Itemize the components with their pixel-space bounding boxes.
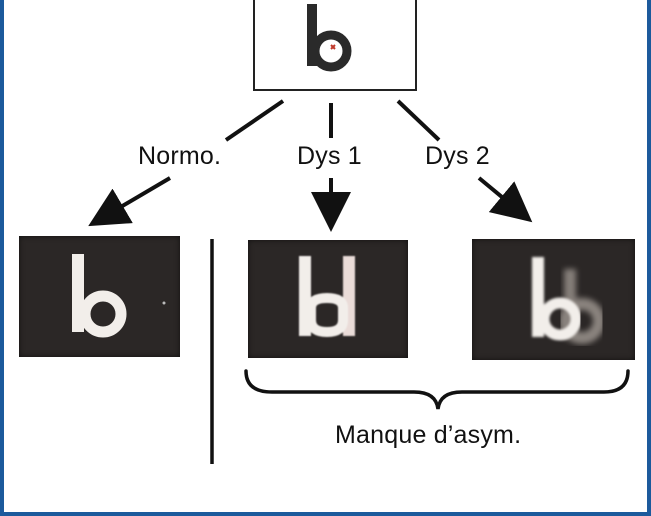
label-dys2: Dys 2	[425, 142, 490, 170]
label-normo: Normo.	[138, 142, 222, 170]
diagram-connectors	[88, 99, 630, 464]
arrow-normo-lower	[88, 176, 172, 227]
letter-b-mirror-superimposed	[299, 256, 355, 338]
letter-b-faded-overlay	[532, 257, 605, 344]
label-manque-asymetrie: Manque d’asym.	[335, 421, 522, 449]
source-letter-box	[253, 0, 417, 91]
arrow-dys2-lower	[477, 176, 533, 223]
letter-b-stem	[307, 4, 317, 66]
grouping-brace	[244, 369, 630, 410]
panel-normo	[19, 236, 180, 357]
arrow-normo-upper	[224, 99, 285, 142]
source-letter-b	[307, 4, 352, 72]
panel-dys1	[248, 240, 408, 358]
panel-dys2	[472, 239, 635, 360]
letter-b-bowl	[310, 30, 352, 72]
letter-b-normal	[72, 254, 166, 338]
arrow-dys2-upper	[396, 99, 441, 142]
label-dys1: Dys 1	[297, 142, 362, 170]
center-mark-icon	[330, 44, 336, 50]
